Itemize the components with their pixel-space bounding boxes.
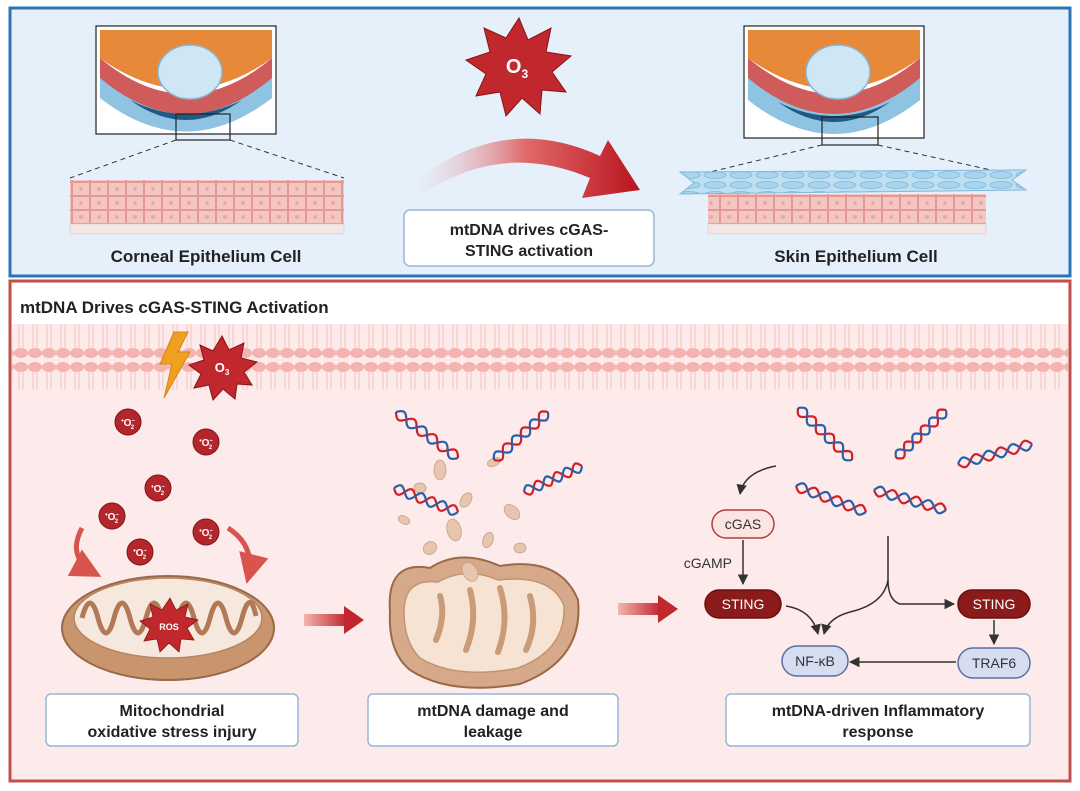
cell-membrane [12,324,1068,390]
nfkb-label: NF-κB [795,653,835,669]
step3-line2: response [842,724,913,741]
ros-arrow-left [67,526,102,577]
debris-fragment [422,541,438,555]
lightning-icon [159,331,191,399]
step2-line2: leakage [464,724,523,741]
mitochondrion-damaged [388,456,580,689]
dna-strand [894,408,948,460]
skin-epithelium-layer [678,169,1028,235]
caption-box-step1: Mitochondrial oxidative stress injury [45,693,299,747]
superoxide-radical: •O–2 [114,408,142,436]
dna-strand [394,409,460,461]
right-caption: Skin Epithelium Cell [774,247,937,266]
center-caption-line2: STING activation [465,243,593,260]
dna-strand [872,485,948,515]
dna-strand [796,406,854,462]
debris-fragment [433,459,447,481]
bottom-panel: mtDNA Drives cGAS-STING Activation O3 •O… [8,279,1072,783]
superoxide-radical: •O–2 [144,474,172,502]
center-caption-line1: mtDNA drives cGAS- [450,222,609,239]
ozone-label-top: O [506,56,522,78]
signaling-pathway: cGAS cGAMP STING STING TRAF6 NF-κB [684,465,1031,679]
svg-text:•O–2: •O–2 [151,484,165,497]
cgas-label: cGAS [725,516,762,532]
ros-label: ROS [159,622,179,632]
traf6-label: TRAF6 [972,655,1017,671]
dna-strand [492,410,550,462]
svg-text:•O–2: •O–2 [133,548,147,561]
debris-fragment [397,515,411,525]
mitochondrial-debris [397,456,527,582]
debris-fragment [482,531,494,549]
ozone-sub-top: 3 [521,67,528,81]
superoxide-radical: •O–2 [192,518,220,546]
eye-illustration-left [69,25,345,179]
sting-left-label: STING [722,596,765,612]
step2-line1: mtDNA damage and [417,703,568,720]
mtdna-strands [392,406,1033,516]
ozone-star-top: O3 [464,16,573,118]
dna-strand [522,462,584,496]
top-panel: Corneal Epithelium Cell O3 mtDNA drives … [8,6,1072,278]
svg-text:•O–2: •O–2 [121,418,135,431]
caption-box-step3: mtDNA-driven Inflammatory response [725,693,1031,747]
step-arrow-1 [304,606,364,634]
dna-strand [392,484,460,516]
ozone-star-bottom: O3 [187,334,259,402]
transition-arrow [410,138,640,198]
sting-right-label: STING [973,596,1016,612]
svg-text:O3: O3 [215,360,230,377]
ozone-sub-bottom: 3 [225,368,230,377]
ozone-label-bottom: O [215,360,225,375]
svg-text:•O–2: •O–2 [199,438,213,451]
ros-arrow-right [226,525,269,584]
debris-fragment [461,562,479,582]
debris-fragment [503,504,521,520]
step1-line2: oxidative stress injury [88,724,257,741]
step-arrow-2 [618,595,678,623]
svg-text:O3: O3 [506,56,529,81]
caption-box-step2: mtDNA damage and leakage [367,693,619,747]
superoxide-radical: •O–2 [98,502,126,530]
step1-line1: Mitochondrial [120,703,225,720]
step3-line1: mtDNA-driven Inflammatory [772,703,985,720]
panel-title: mtDNA Drives cGAS-STING Activation [20,298,329,317]
cgamp-label: cGAMP [684,555,732,571]
svg-text:•O–2: •O–2 [199,528,213,541]
dna-strand [957,439,1033,469]
corneal-epithelium-layer [69,180,345,235]
eye-illustration-right [709,25,1001,173]
left-caption: Corneal Epithelium Cell [111,247,302,266]
superoxide-radical: •O–2 [192,428,220,456]
debris-fragment [513,542,527,554]
svg-text:•O–2: •O–2 [105,512,119,525]
mitochondrion-healthy: ROS [61,575,275,681]
debris-fragment [446,518,462,542]
superoxide-radical: •O–2 [126,538,154,566]
center-caption-box: mtDNA drives cGAS- STING activation [403,209,655,267]
superoxide-group: •O–2 •O–2 •O–2 •O–2 •O–2 •O–2 [98,408,220,566]
debris-fragment [459,492,473,508]
dna-strand [794,482,868,516]
